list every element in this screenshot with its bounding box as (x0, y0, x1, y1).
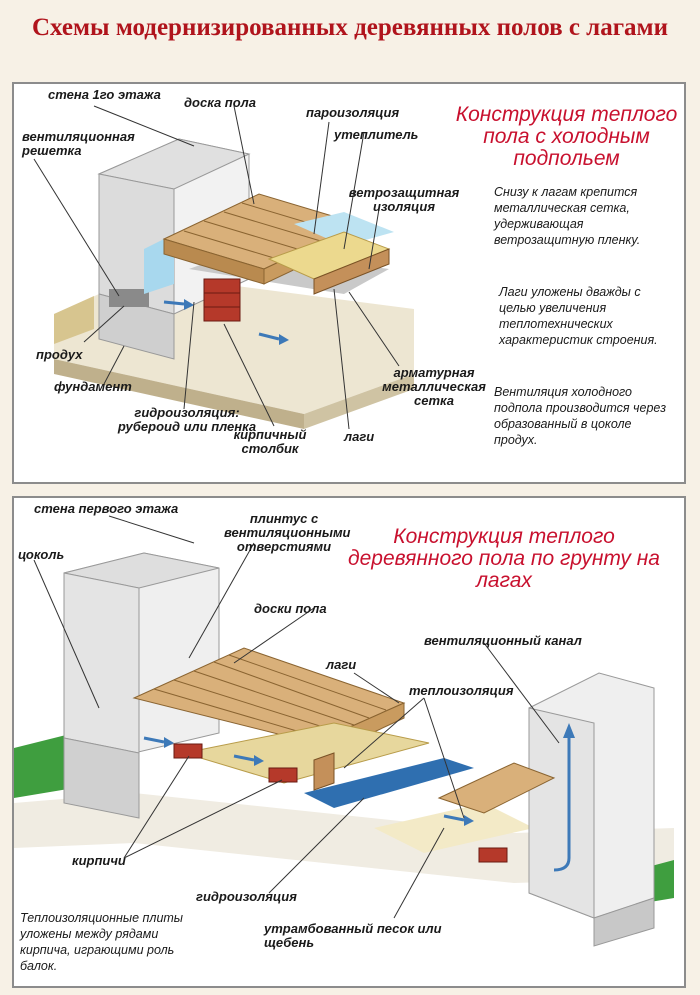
floor-boards-right (437, 762, 556, 814)
top-note-1: Снизу к лагам крепится металлическая сет… (494, 185, 641, 247)
label-wall-bottom: стена первого этажа (34, 501, 179, 516)
bottom-diagram-illustration (14, 515, 674, 947)
label-waterproof-bottom: гидроизоляция (196, 889, 297, 904)
brick (268, 767, 298, 783)
foundation-block (98, 293, 175, 360)
label-vent-grille-top: вентиляционная решетка (22, 129, 135, 158)
page-title: Схемы модернизированных деревянных полов… (0, 14, 700, 41)
joist-bottom (313, 752, 335, 791)
label-board-top: доска пола (184, 95, 256, 110)
insulation-bottom (183, 722, 430, 784)
top-note-3: Вентиляция холодного подпола производитс… (494, 385, 667, 447)
bottom-diagram-panel: стена первого этажа плинтус с вентиляцио… (12, 496, 686, 988)
leader-lines-bottom (33, 515, 560, 919)
leader-lines-top (33, 105, 400, 430)
soil (54, 296, 94, 344)
page-title-text: Схемы модернизированных деревянных полов… (32, 14, 668, 41)
airflow-arrow (163, 300, 185, 306)
sand-layer (374, 803, 534, 853)
vent-hole (109, 289, 149, 307)
label-plinth-bottom: цоколь (18, 547, 65, 562)
airflow-arrow (233, 754, 255, 762)
vapor-barrier-layer (294, 212, 394, 246)
label-wind-top: ветрозащитная изоляция (348, 185, 460, 214)
label-vent-channel-bottom: вентиляционный канал (424, 633, 582, 648)
brick (173, 743, 203, 759)
label-vent-hole-top: продух (36, 347, 83, 362)
label-joists-bottom: лаги (326, 657, 357, 672)
label-skirting-bottom: плинтус с вентиляционными отверстиями (224, 511, 351, 554)
label-waterproof-top: гидроизоляция: рубероид или пленка (117, 405, 257, 434)
label-mesh-top: арматурная металлическая сетка (382, 365, 486, 408)
label-insulation-top: утеплитель (334, 127, 419, 142)
ground-strip (14, 793, 674, 883)
brick (478, 847, 508, 863)
label-vapor-top: пароизоляция (306, 105, 400, 120)
airflow-arrow (143, 736, 165, 744)
bottom-note: Теплоизоляционные плиты уложены между ря… (20, 911, 184, 973)
top-note-2: Лаги уложены дважды с целью увеличения т… (499, 285, 658, 347)
brick-post (203, 278, 241, 322)
airflow-arrow (258, 332, 280, 341)
label-insulation-bottom: теплоизоляция (409, 683, 514, 698)
top-heading: Конструкция теплого пола с холодным подп… (455, 103, 678, 170)
plinth-left (63, 737, 140, 819)
label-boards-bottom: доски пола (254, 601, 327, 616)
grass-left (14, 733, 74, 798)
label-brick-post-top: кирпичный столбик (233, 427, 307, 456)
label-bricks-bottom: кирпичи (72, 853, 126, 868)
airflow-arrow (443, 814, 465, 822)
label-sand-bottom: утрамбованный песок или щебень (264, 921, 442, 950)
bottom-heading: Конструкция теплого деревянного пола по … (348, 525, 660, 592)
label-wall-top: стена 1го этажа (48, 87, 161, 102)
top-diagram-illustration (33, 105, 414, 430)
label-joists-top: лаги (344, 429, 375, 444)
label-foundation-top: фундамент (54, 379, 132, 394)
top-diagram-panel: стена 1го этажа доска пола пароизоляция … (12, 82, 686, 484)
waterproof-film (304, 758, 474, 808)
